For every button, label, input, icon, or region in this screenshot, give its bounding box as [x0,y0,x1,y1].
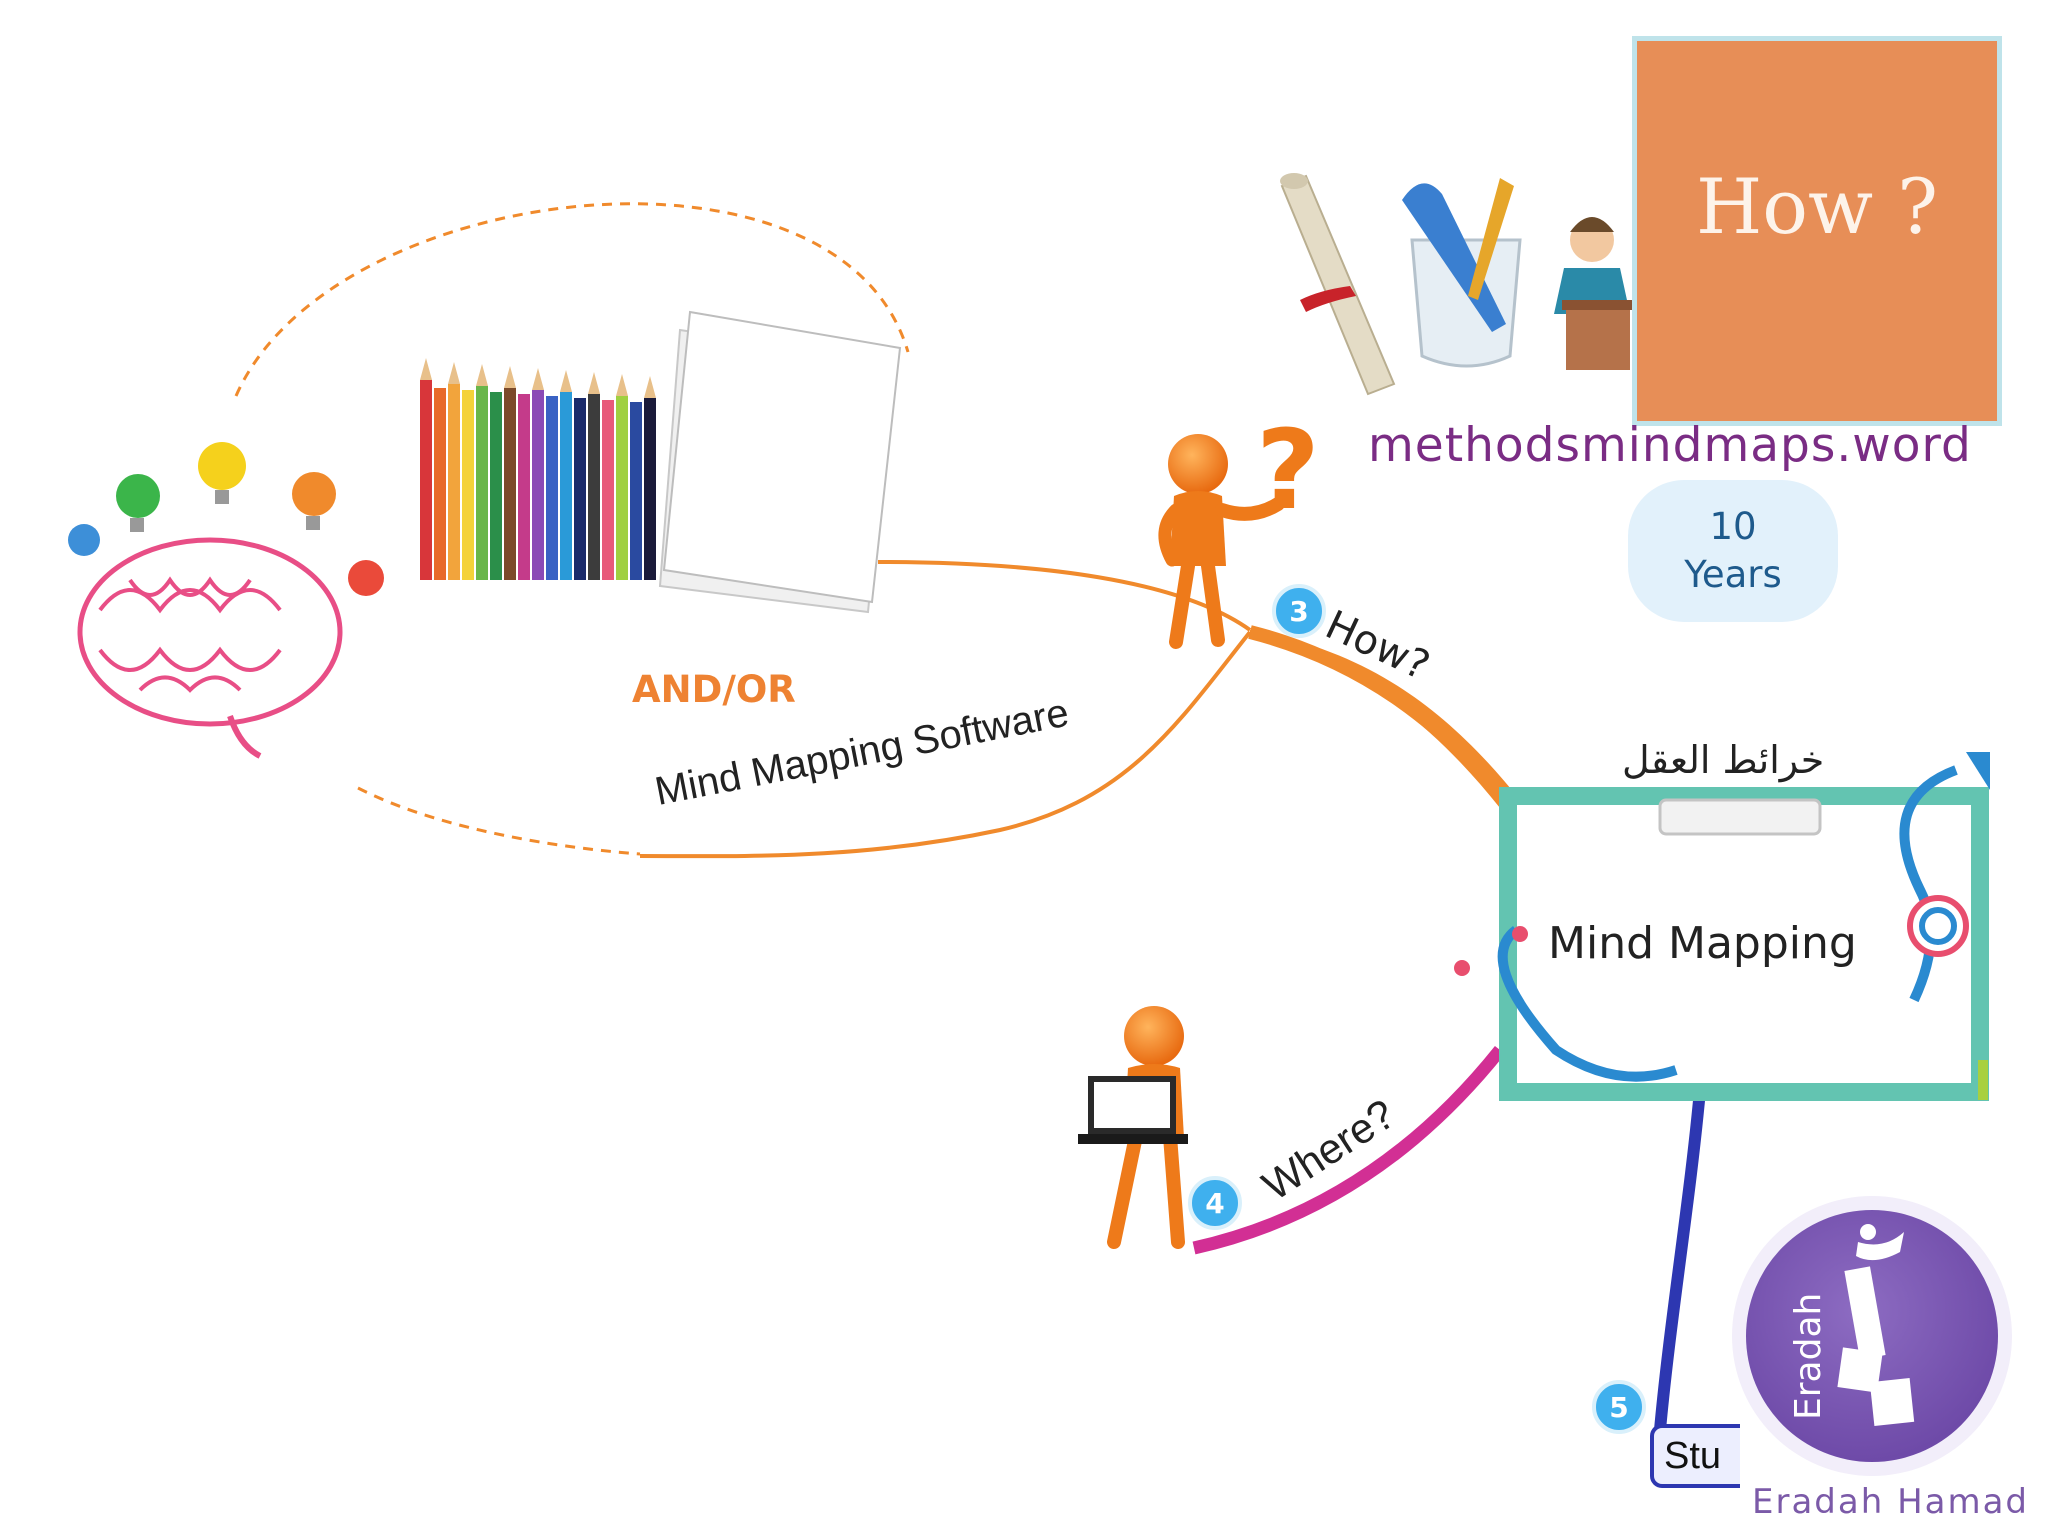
students-node: Stu [1650,1424,1740,1488]
logo-circle-text: Eradah [1788,1293,1829,1420]
branch-3-badge: 3 [1272,584,1326,638]
diploma-scroll-icon [1280,173,1396,396]
arabic-title: خرائط العقل [1622,738,1825,782]
branch-5-badge: 5 [1592,1380,1646,1434]
years-number: 10 [1709,505,1757,548]
pen-cup-icon [1402,178,1522,368]
eradah-logo-icon: Eradah [1732,1196,2012,1476]
branch-software [639,630,1252,859]
logo-caption: Eradah Hamad [1752,1482,2030,1522]
branch-where [1192,1045,1506,1255]
how-title-text: How ? [1696,161,1938,251]
years-badge: 10 Years [1628,480,1838,622]
branch-paper-line [877,560,1252,632]
paper-sheets-icon [658,310,902,614]
question-figure-icon: ? [1158,406,1320,649]
clipboard-stethoscope-icon [1454,752,1990,1101]
central-topic-label: Mind Mapping [1548,918,1857,969]
how-title-box: How ? [1632,36,2002,426]
branch-4-badge: 4 [1188,1176,1242,1230]
branch-how-stroke [1248,625,1518,811]
students-node-label: Stu [1664,1434,1722,1477]
brain-lightbulbs-icon [68,442,384,759]
years-label: Years [1684,553,1782,596]
teacher-podium-icon [1554,217,1634,370]
svg-text:?: ? [1256,406,1320,534]
colored-pencils-icon [420,358,656,580]
source-url: methodsmindmaps.wordpre [1368,418,1972,473]
branch-students [1654,1089,1706,1431]
dashed-arc-bottom [357,786,641,856]
laptop-figure-icon [1078,1006,1188,1249]
and-or-label: AND/OR [632,668,796,711]
